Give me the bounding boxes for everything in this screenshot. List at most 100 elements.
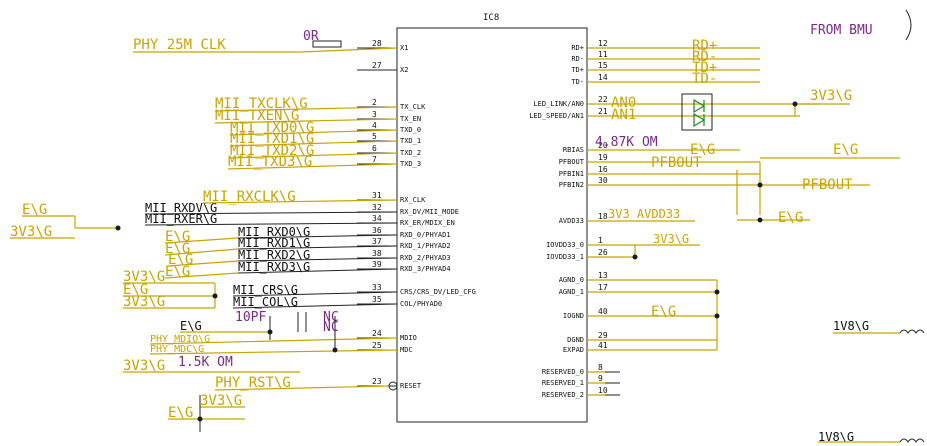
net-td-plus: TD+ [692,60,717,76]
net-3v3-g-3: 3V3\G [123,294,165,310]
right-pin-name: RD+ [571,44,584,52]
left-pin-number: 24 [372,329,382,338]
right-pin-name: PFBIN2 [559,181,584,189]
net-rd-minus: RD- [692,49,717,65]
right-pin-name: DGND [567,336,584,344]
reset-bubble [388,381,398,391]
left-pin-number: 37 [372,237,382,246]
right-pin-name: EXPAD [563,346,584,354]
left-pin-number: 6 [372,144,377,153]
left-pin-name: RXD_3/PHYAD4 [400,265,451,273]
left-wiring [10,106,398,432]
left-pin-number: 7 [372,155,377,164]
right-pin-name: LED_SPEED/AN1 [529,112,584,120]
net-4-87k: 4.87K OM [595,135,658,150]
net-mii-txd1: MII_TXD1\G [230,131,314,147]
right-pin-name: RESERVED_0 [542,368,584,376]
net-mii-col: MII_COL\G [233,295,298,309]
led-pair [681,93,713,131]
right-pin-number: 15 [598,61,608,70]
right-pin-name: IOVDD33_1 [546,253,584,261]
net-1v8-g-2: 1V8\G [818,430,854,444]
right-pin-name: IOGND [563,312,584,320]
left-pin-number: 4 [372,121,377,130]
left-pin-number: 32 [372,203,382,212]
ic-ref-label: IC8 [483,13,499,23]
right-pin-number: 22 [598,95,608,104]
right-pin-name: TD- [571,78,584,86]
net-mii-rxd0: MII_RXD0\G [238,225,310,239]
right-pin-name: PFBIN1 [559,170,584,178]
right-pin-number: 20 [598,141,608,150]
bmu-bracket [905,9,912,41]
net-mii-rxd1: MII_RXD1\G [238,236,310,250]
net-10pf: 10PF [235,310,266,325]
net-e-g-5: E\G [165,264,190,280]
right-pin-number: 16 [598,165,608,174]
net-phy-25m-clk: PHY_25M_CLK [133,37,226,53]
left-pin-name: TXD_2 [400,149,421,157]
left-pin-name: TX_CLK [400,103,426,111]
left-pin-number: 2 [372,98,377,107]
right-pin-name: RD- [571,55,584,63]
right-pin-name: RESERVED_1 [542,379,584,387]
net-td-minus: TD- [692,71,717,87]
net-e-g-4: E\G [168,252,193,268]
left-pin-name: X2 [400,66,408,74]
left-pin-number: 23 [372,377,382,386]
left-pin-name: X1 [400,44,408,52]
left-pin-number: 5 [372,132,377,141]
right-pin-name: TD+ [571,66,584,74]
net-0r: 0R [303,29,319,44]
net-3v3-g-led: 3V3\G [810,88,852,104]
left-pin-name: RESET [400,382,422,390]
right-pin-number: 30 [598,176,608,185]
net-mii-rxclk: MII_RXCLK\G [203,189,296,205]
left-pin-name: RXD_2/PHYAD3 [400,254,451,262]
left-pin-name: RXD_0/PHYAD1 [400,231,451,239]
left-pin-number: 33 [372,283,382,292]
net-mii-rxd2: MII_RXD2\G [238,248,310,262]
net-phy-mdio: PHY_MDIO\G [150,334,210,345]
left-pin-number: 36 [372,226,382,235]
right-pin-number: 14 [598,73,608,82]
right-pin-number: 1 [598,236,603,245]
net-e-g-6: E\G [123,282,148,298]
net-phy-rst: PHY_RST\G [215,375,291,391]
left-pin-name: TX_EN [400,115,421,123]
right-pin-number: 9 [598,374,603,383]
net-rd-plus: RD+ [692,38,717,54]
left-pin-name: TXD_0 [400,126,421,134]
right-pin-name: AVDD33 [559,217,584,225]
net-3v3-g-1: 3V3\G [10,224,52,240]
left-pin-name: RX_DV/MII_MODE [400,208,459,216]
net-nc-2: NC [323,320,339,335]
right-wiring [587,47,925,443]
right-junctions [632,101,798,319]
left-pin-number: 28 [372,39,382,48]
left-pin-number: 34 [372,214,382,223]
net-e-g-r2: E\G [833,142,858,158]
net-phy-mdc: PHY_MDC\G [150,344,204,355]
right-pin-name: IOVDD33_0 [546,241,584,249]
left-pin-name: MDIO [400,334,417,342]
net-1v8-g-1: 1V8\G [833,319,869,333]
left-pin-number: 3 [372,110,377,119]
net-3v3-g-2: 3V3\G [123,269,165,285]
right-pin-number: 10 [598,386,608,395]
net-mii-txclk: MII_TXCLK\G [215,96,308,112]
net-e-g-1: E\G [22,202,47,218]
net-1-5k: 1.5K OM [178,355,233,370]
net-e-g-2: E\G [165,229,190,245]
net-mii-crs: MII_CRS\G [233,283,298,297]
left-junctions [115,225,338,422]
net-an1: AN1 [611,107,636,123]
net-3v3-avdd33: 3V3_AVDD33 [608,207,680,221]
right-pin-number: 18 [598,212,608,221]
left-pin-number: 31 [372,191,382,200]
right-pin-name: AGND_0 [559,276,584,284]
net-e-g-8: E\G [168,405,193,421]
left-pin-name: CRS/CRS_DV/LED_CFG [400,288,476,296]
